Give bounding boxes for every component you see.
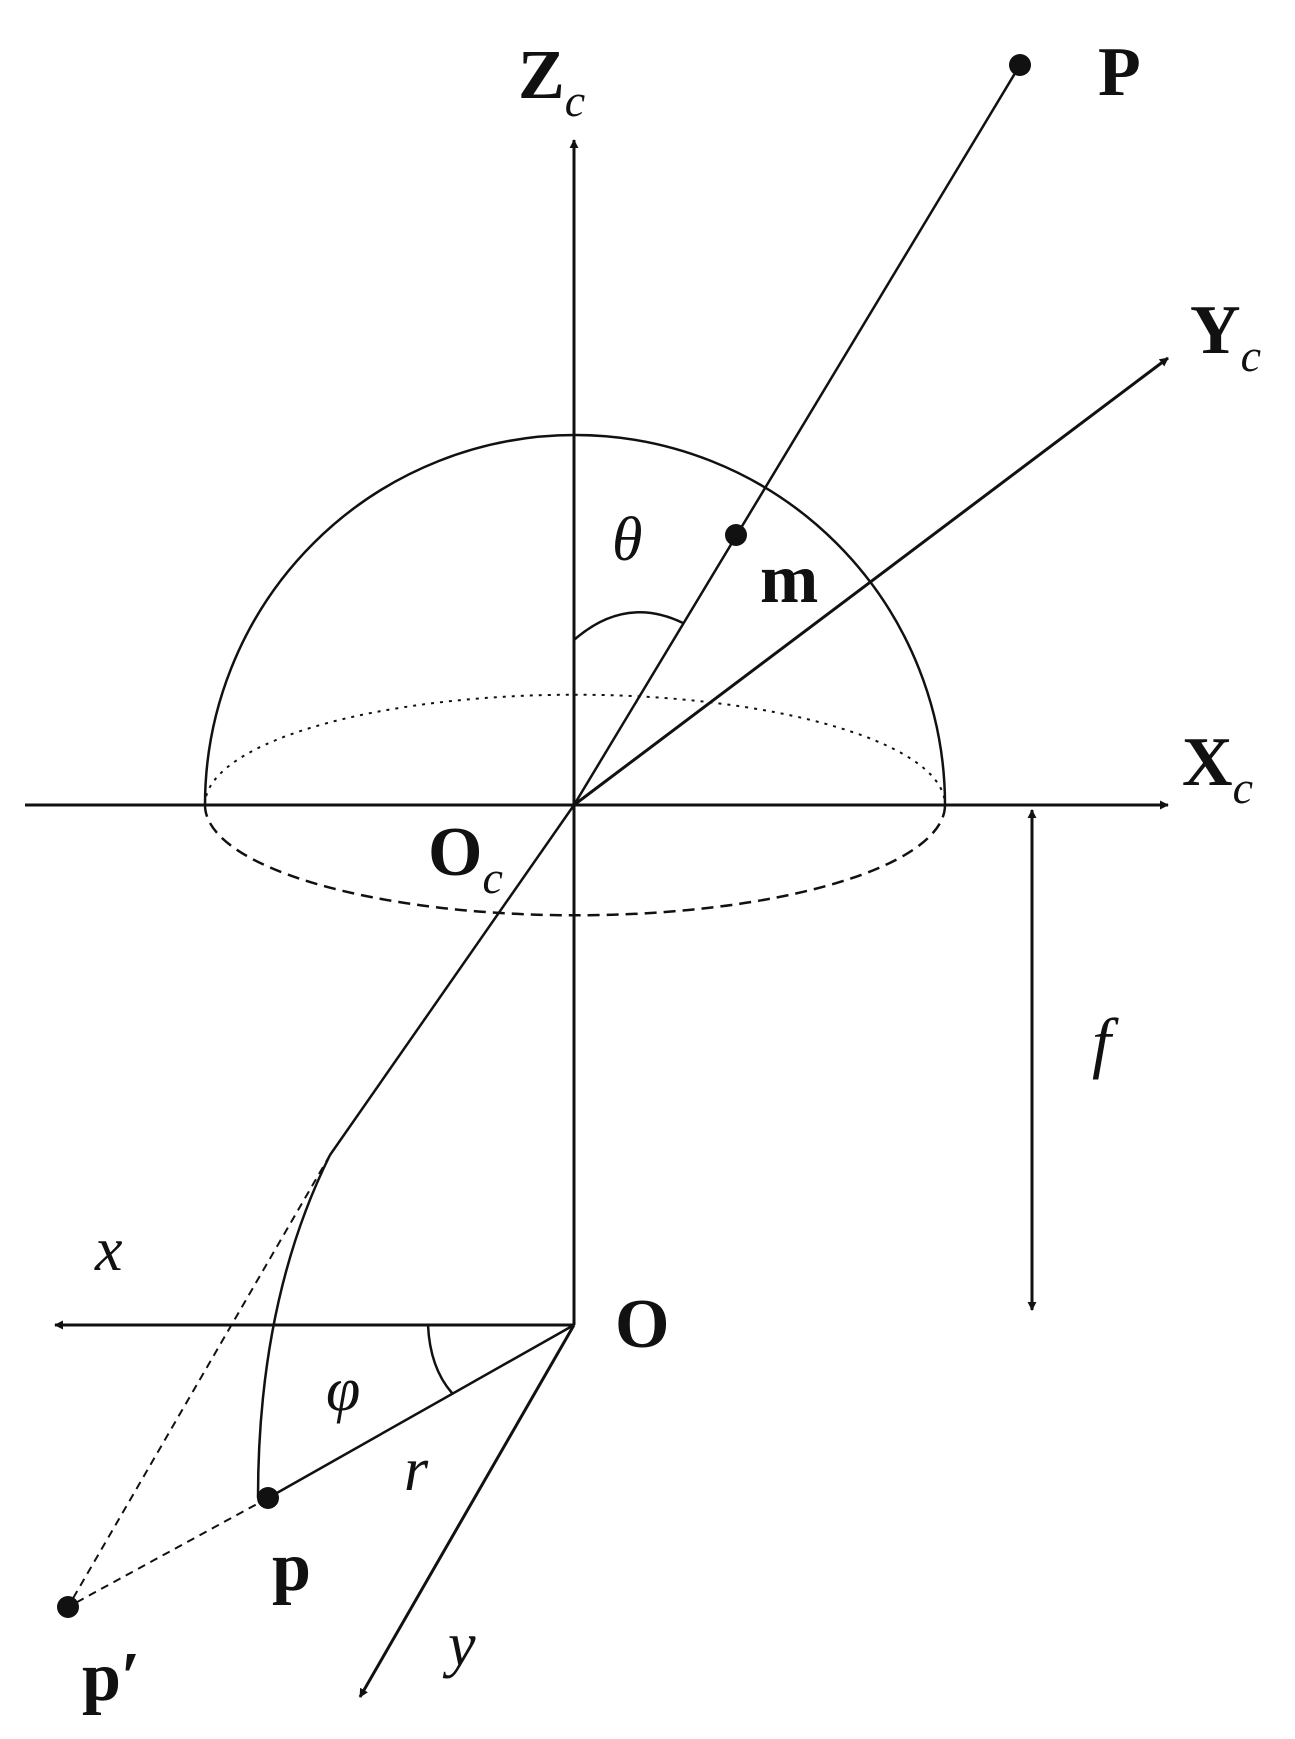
incident-ray <box>572 64 1022 806</box>
point-p-prime-dot <box>57 1596 79 1618</box>
fisheye-bend-curve <box>256 1154 332 1499</box>
refracted-ray <box>328 804 576 1156</box>
label-xc: Xc <box>1182 724 1253 813</box>
label-yc: Yc <box>1190 292 1261 381</box>
label-y: y <box>442 1611 476 1679</box>
perspective-dashed-ray <box>67 1154 331 1608</box>
projection-dashed-line <box>67 1497 269 1608</box>
point-P-dot <box>1009 54 1031 76</box>
label-oc: Oc <box>428 814 503 903</box>
theta-angle-arc <box>573 611 684 641</box>
point-m-dot <box>725 524 747 546</box>
image-y-axis <box>358 1324 576 1698</box>
label-r: r <box>404 1436 429 1504</box>
label-m: m <box>760 541 818 618</box>
equator-back-dotted <box>204 693 946 806</box>
label-f: f <box>1092 1004 1119 1080</box>
equator-front-dashed <box>203 804 947 917</box>
label-zc: Zc <box>518 37 585 126</box>
hemisphere-outline <box>203 433 947 806</box>
point-p-dot <box>257 1487 279 1509</box>
label-O: O <box>615 1286 669 1363</box>
phi-angle-arc <box>426 1324 453 1394</box>
radius-line <box>267 1323 575 1500</box>
label-p-prime: p′ <box>82 1639 141 1716</box>
label-p: p <box>272 1529 311 1606</box>
label-x: x <box>94 1216 123 1284</box>
label-phi: φ <box>326 1356 360 1424</box>
label-P: P <box>1098 34 1141 111</box>
label-theta: θ <box>612 506 642 574</box>
